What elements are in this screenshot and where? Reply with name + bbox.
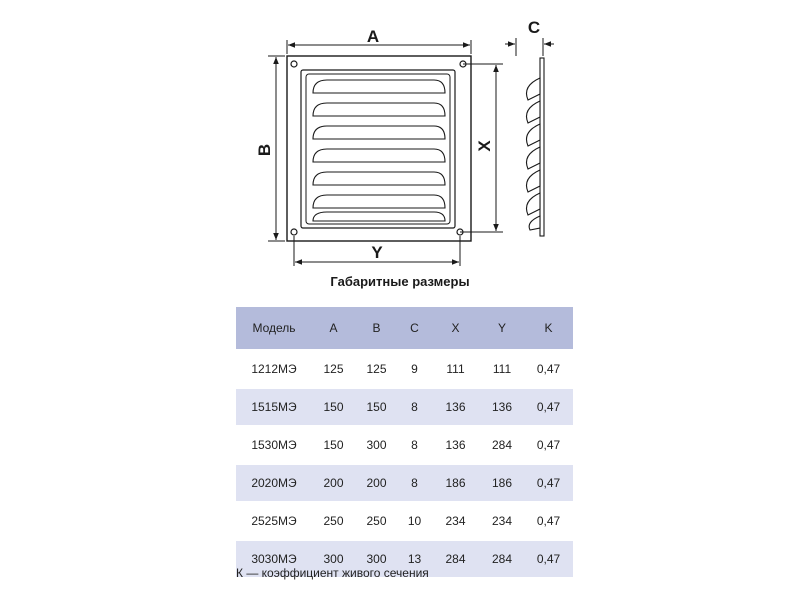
table-row: 2020МЭ 200 200 8 186 186 0,47 bbox=[236, 464, 573, 502]
dimension-label-x: X bbox=[475, 140, 494, 152]
cell-k: 0,47 bbox=[524, 388, 573, 426]
cell-c: 8 bbox=[411, 438, 418, 452]
cell-x: 111 bbox=[446, 362, 465, 376]
cell-x: 234 bbox=[445, 514, 466, 528]
cell-c: 10 bbox=[407, 514, 422, 528]
cell-model: 2020МЭ bbox=[236, 464, 312, 502]
cell-k: 0,47 bbox=[536, 438, 561, 452]
cell-x: 136 bbox=[431, 388, 480, 426]
cell-b: 250 bbox=[366, 514, 387, 528]
dimension-label-y: Y bbox=[371, 243, 383, 262]
cell-a: 250 bbox=[323, 514, 344, 528]
header-x: X bbox=[431, 307, 480, 350]
cell-k: 0,47 bbox=[524, 540, 573, 578]
cell-y: 284 bbox=[480, 540, 524, 578]
header-a: A bbox=[312, 307, 355, 350]
cell-c: 9 bbox=[411, 362, 418, 376]
cell-b: 300 bbox=[355, 540, 398, 578]
cell-c: 8 bbox=[398, 464, 431, 502]
table-row: 2525МЭ 250 250 10 234 234 0,47 bbox=[236, 502, 573, 540]
cell-a: 200 bbox=[312, 464, 355, 502]
dimension-label-c: C bbox=[528, 18, 540, 37]
cell-a: 150 bbox=[323, 438, 344, 452]
cell-k: 0,47 bbox=[524, 464, 573, 502]
header-b: B bbox=[355, 307, 398, 350]
cell-c: 13 bbox=[398, 540, 431, 578]
cell-x: 284 bbox=[431, 540, 480, 578]
dimension-label-a: A bbox=[367, 27, 379, 46]
cell-c: 8 bbox=[398, 388, 431, 426]
cell-a: 150 bbox=[312, 388, 355, 426]
cell-b: 300 bbox=[366, 438, 387, 452]
table-row: 1530МЭ 150 300 8 136 284 0,47 bbox=[236, 426, 573, 464]
header-y: Y bbox=[480, 307, 524, 350]
dimension-lines bbox=[268, 38, 554, 266]
cell-k: 0,47 bbox=[536, 514, 561, 528]
cell-y: 186 bbox=[480, 464, 524, 502]
header-k: K bbox=[524, 307, 573, 350]
header-model: Модель bbox=[236, 307, 312, 350]
cell-a: 300 bbox=[312, 540, 355, 578]
cell-y: 111 bbox=[492, 362, 512, 376]
louver-slats bbox=[312, 79, 446, 222]
cell-model: 1515МЭ bbox=[236, 388, 312, 426]
cell-x: 136 bbox=[445, 438, 466, 452]
grille-side-profile bbox=[525, 57, 545, 237]
cell-a: 125 bbox=[323, 362, 344, 376]
header-c: C bbox=[398, 307, 431, 350]
dimension-label-b: B bbox=[255, 144, 274, 156]
cell-x: 186 bbox=[431, 464, 480, 502]
cell-model: 3030МЭ bbox=[236, 540, 312, 578]
cell-y: 284 bbox=[491, 438, 513, 452]
cell-k: 0,47 bbox=[536, 362, 561, 376]
footnote: К — коэффициент живого сечения bbox=[236, 566, 429, 580]
cell-b: 200 bbox=[355, 464, 398, 502]
cell-b: 125 bbox=[366, 362, 387, 376]
table-header-row: Модель A B C X Y K bbox=[236, 307, 573, 350]
table-row: 1515МЭ 150 150 8 136 136 0,47 bbox=[236, 388, 573, 426]
grille-louver-window bbox=[305, 73, 451, 225]
cell-model: 2525МЭ bbox=[251, 514, 297, 528]
table-row: 3030МЭ 300 300 13 284 284 0,47 bbox=[236, 540, 573, 578]
table-title: Габаритные размеры bbox=[330, 274, 470, 289]
cell-model: 1530МЭ bbox=[251, 438, 297, 452]
dimensions-table: Модель A B C X Y K 1212МЭ 125 125 9 111 … bbox=[236, 307, 573, 579]
cell-b: 150 bbox=[355, 388, 398, 426]
grille-dimension-drawing: A C B X Y bbox=[255, 18, 554, 266]
table-row: 1212МЭ 125 125 9 111 111 0,47 bbox=[236, 350, 573, 388]
cell-y: 234 bbox=[491, 514, 513, 528]
cell-model: 1212МЭ bbox=[251, 362, 297, 376]
cell-y: 136 bbox=[480, 388, 524, 426]
